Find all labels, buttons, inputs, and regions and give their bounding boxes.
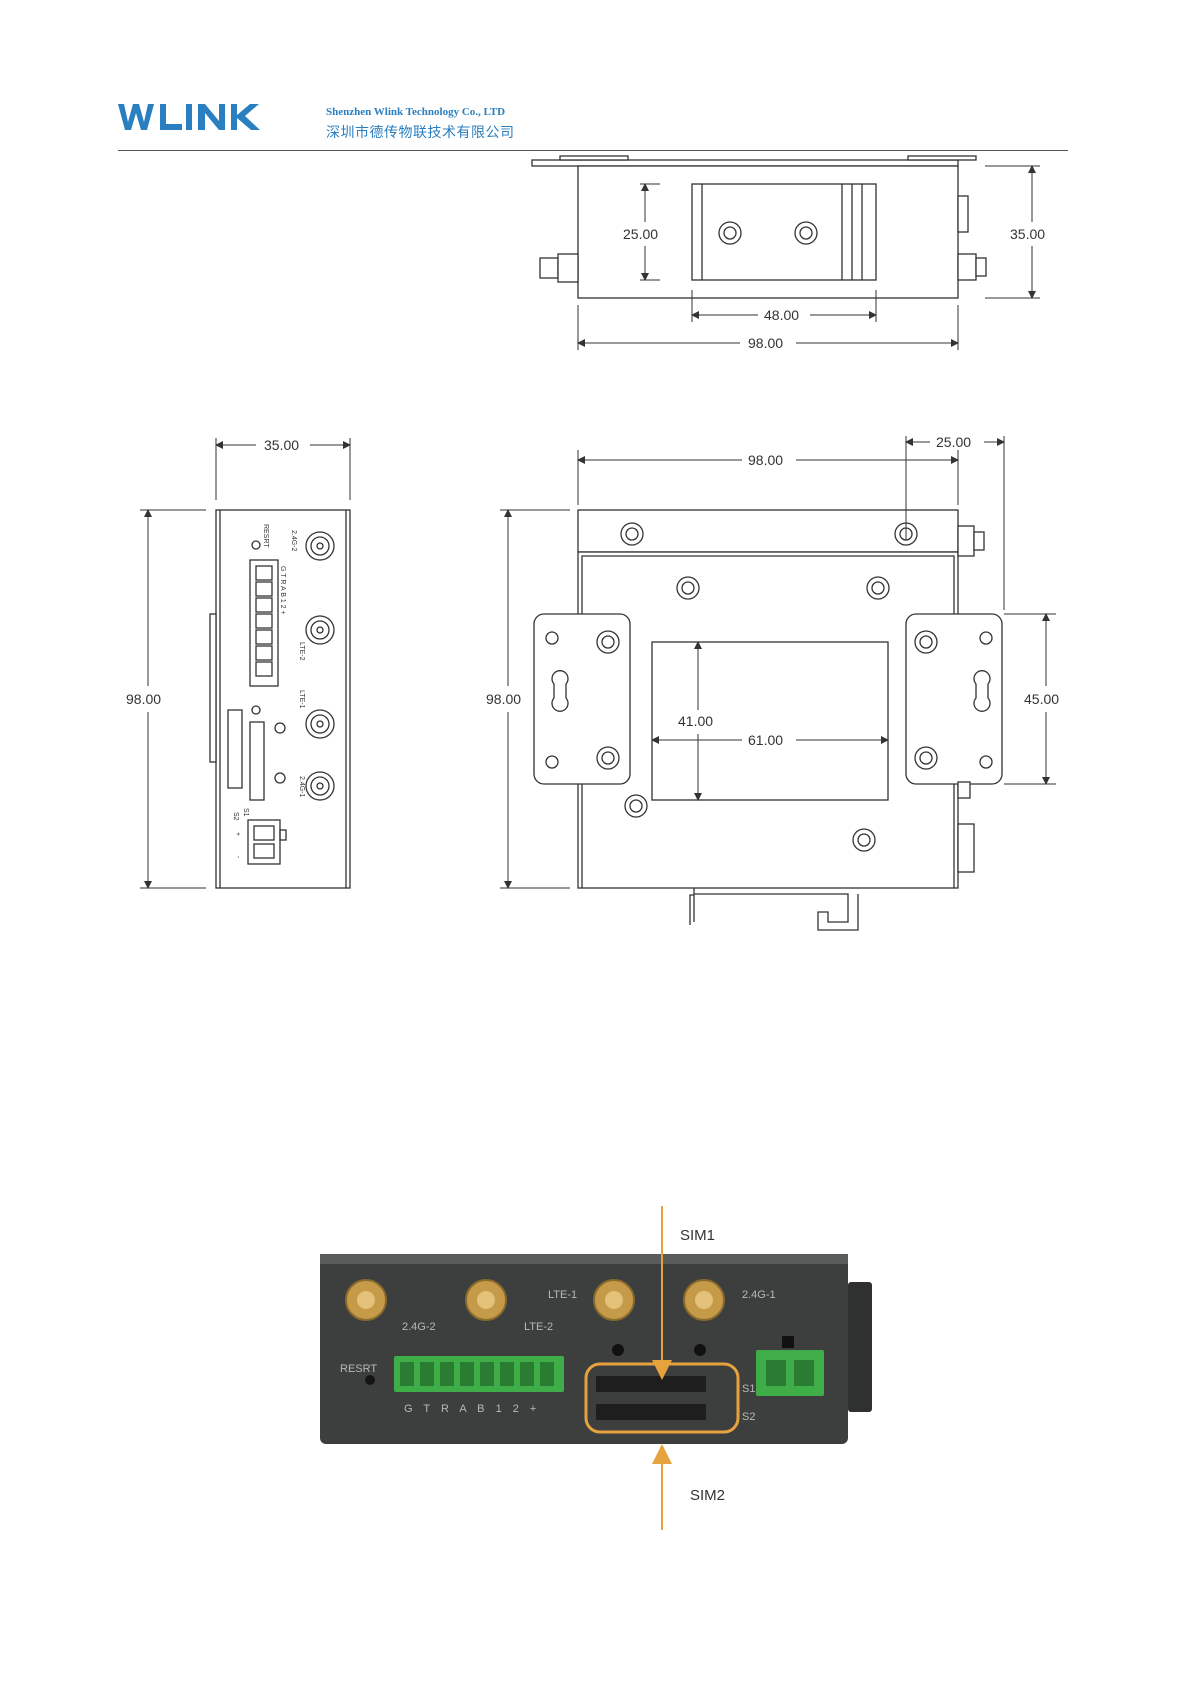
front-dim-41: 41.00 (678, 713, 713, 729)
front-dim-45: 45.00 (1024, 691, 1059, 707)
photo-label-reset: RESRT (340, 1363, 377, 1375)
side-dim-35: 35.00 (264, 437, 299, 453)
side-label-24g1: 2.4G-1 (298, 776, 305, 798)
top-dim-48: 48.00 (764, 307, 799, 323)
sim2-label: SIM2 (690, 1487, 725, 1504)
top-view-drawing (532, 156, 986, 298)
photo-label-terminal: G T R A B 1 2 + (404, 1403, 540, 1415)
photo-label-lte1: LTE-1 (548, 1289, 577, 1301)
side-label-s1: S1 (242, 808, 249, 817)
front-dim-98-height: 98.00 (486, 691, 521, 707)
side-label-plus: + (234, 832, 241, 836)
side-dim-98: 98.00 (126, 691, 161, 707)
front-view-drawing (534, 510, 1002, 930)
front-dim-98-width: 98.00 (748, 452, 783, 468)
side-label-lte2: LTE-2 (298, 642, 305, 661)
photo-label-s2: S2 (742, 1411, 755, 1423)
side-label-lte1: LTE-1 (298, 690, 305, 709)
sim1-label: SIM1 (680, 1227, 715, 1244)
top-dim-98: 98.00 (748, 335, 783, 351)
photo-label-24g2: 2.4G-2 (402, 1321, 436, 1333)
side-label-24g2: 2.4G-2 (290, 530, 297, 552)
photo-label-24g1: 2.4G-1 (742, 1289, 776, 1301)
photo-label-lte2: LTE-2 (524, 1321, 553, 1333)
side-label-s2: S2 (232, 812, 239, 821)
front-dim-25: 25.00 (936, 434, 971, 450)
device-photo (320, 1254, 872, 1444)
side-label-terminal: G T R A B 1 2 + (279, 566, 286, 615)
side-label-reset: RESRT (262, 524, 269, 548)
photo-label-s1: S1 (742, 1383, 755, 1395)
top-dim-35: 35.00 (1010, 226, 1045, 242)
top-dim-25: 25.00 (623, 226, 658, 242)
front-dim-61: 61.00 (748, 732, 783, 748)
